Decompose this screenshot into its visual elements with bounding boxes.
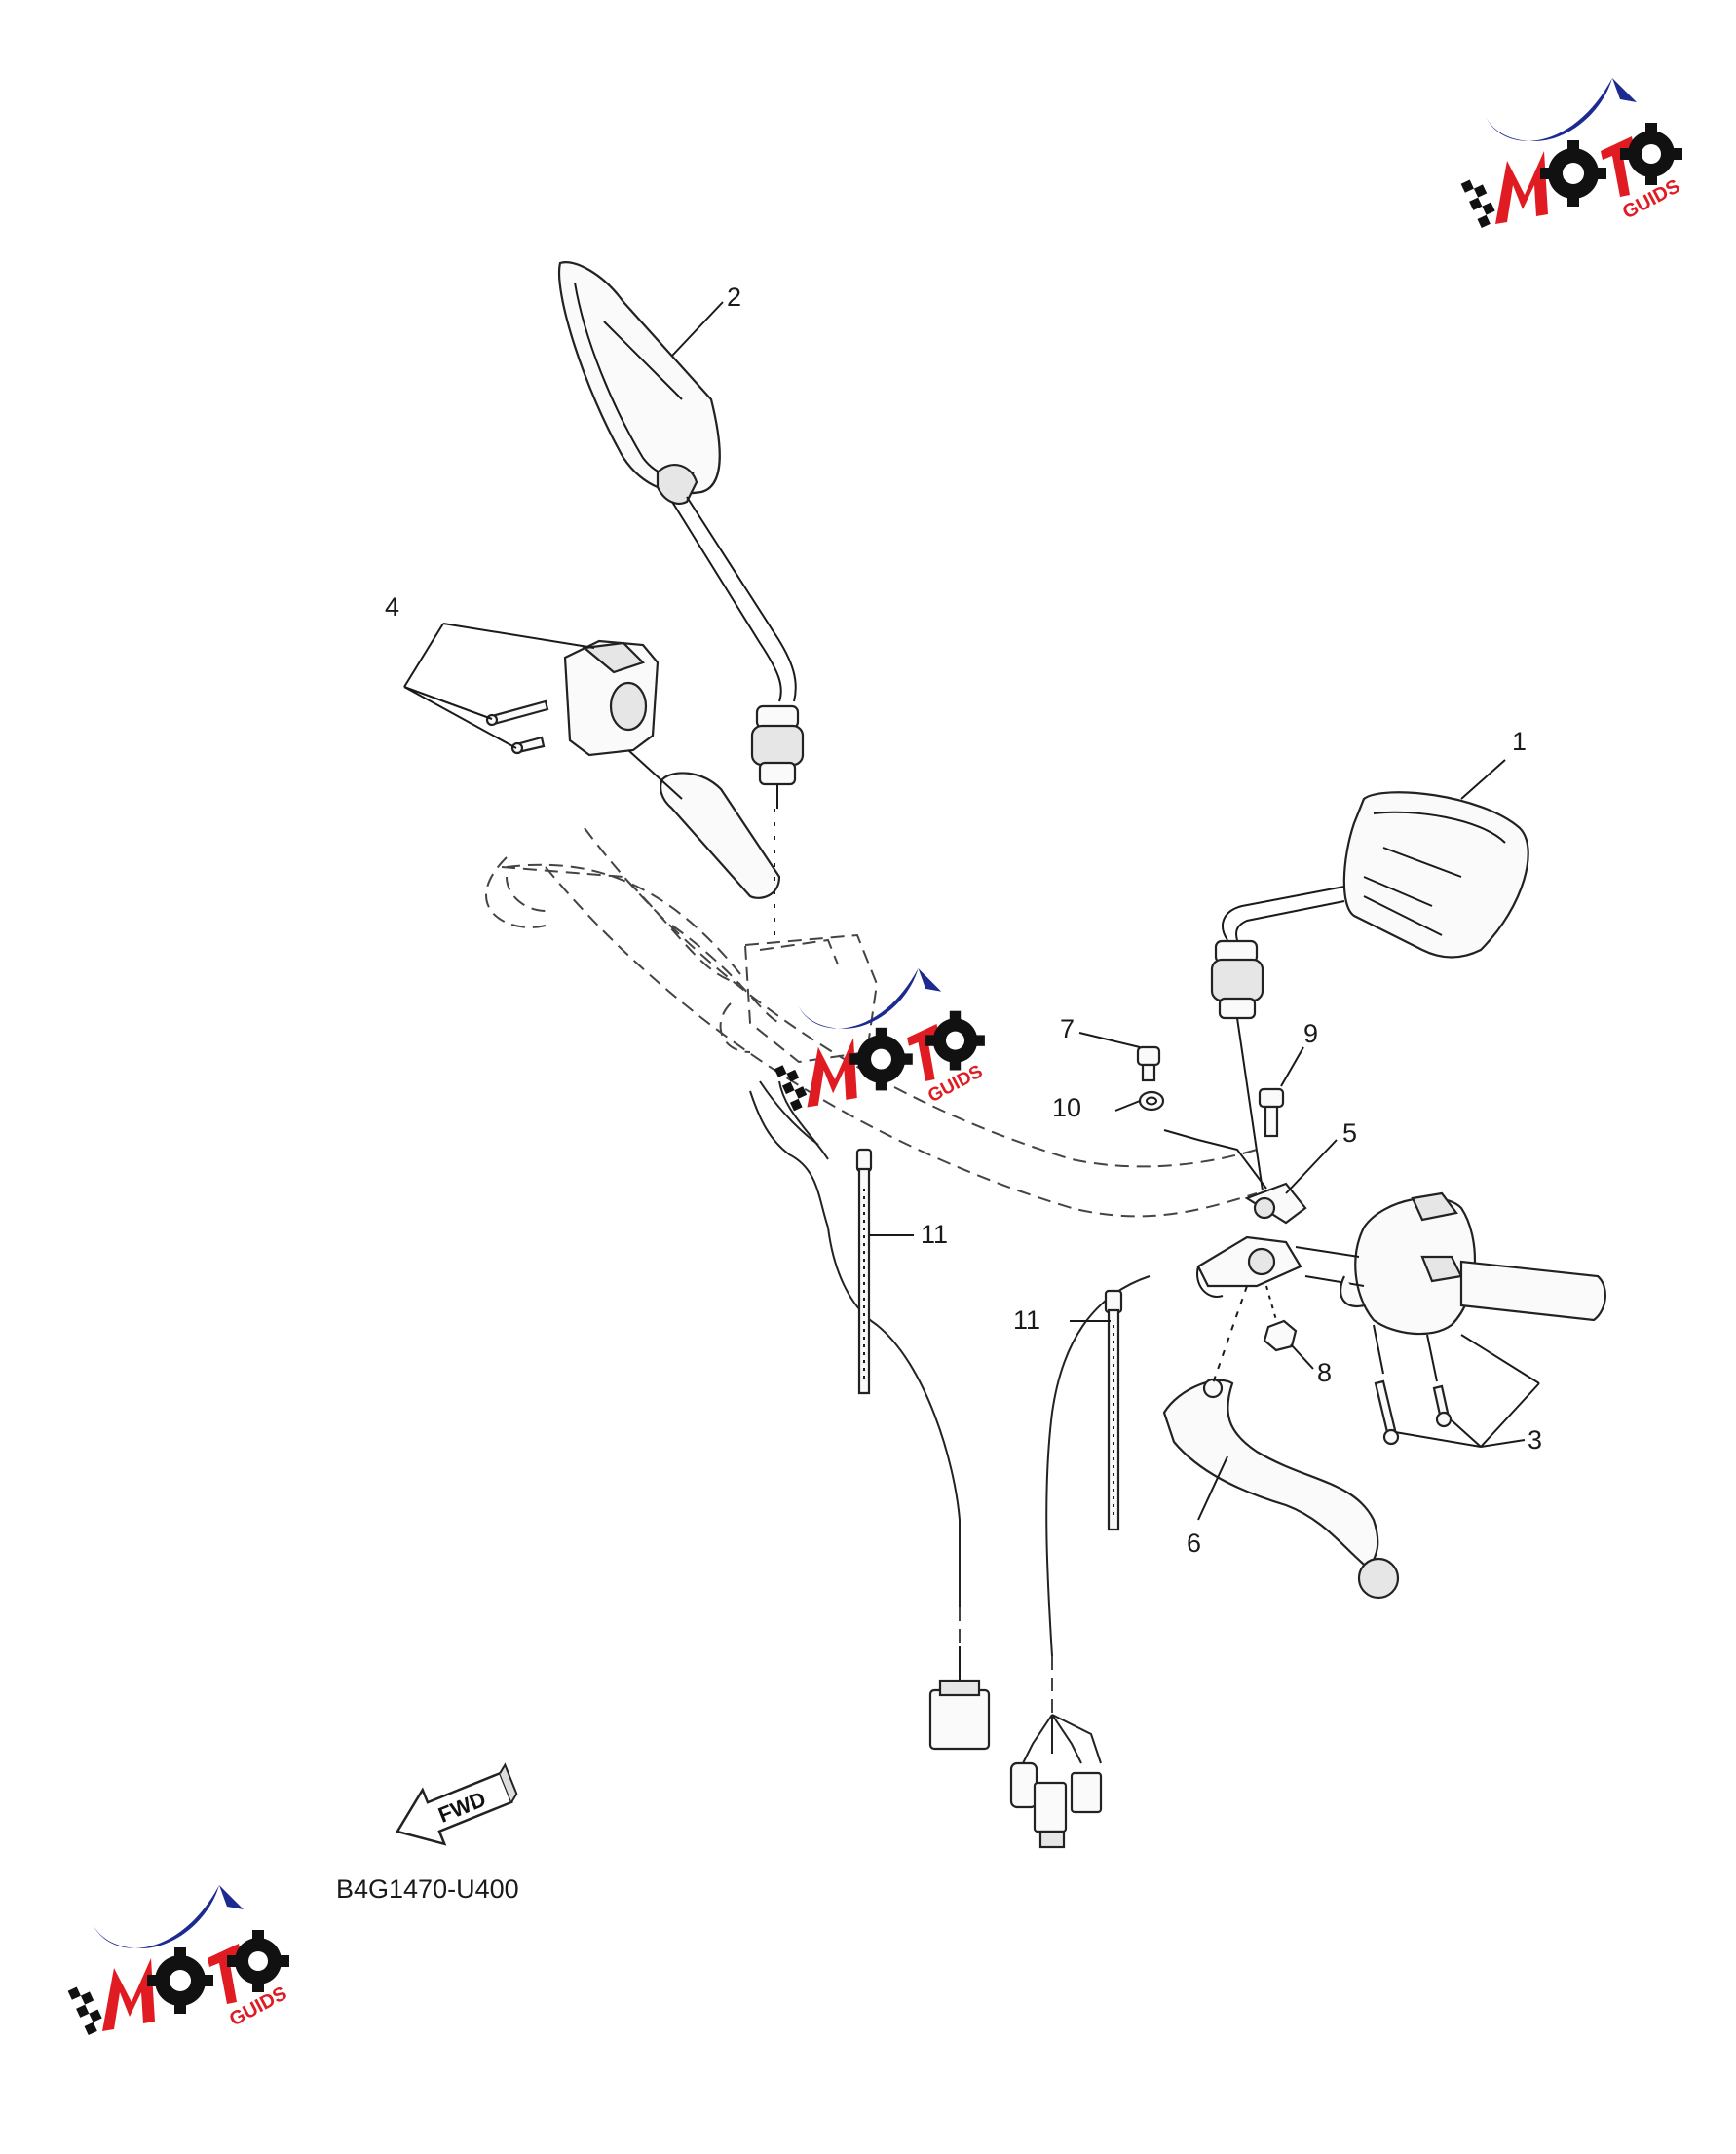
callout-5: 5 [1342,1118,1357,1148]
callout-2: 2 [727,283,741,312]
cable-tie-11-left [855,1148,873,1395]
watermark-logo-top [1460,78,1684,229]
handlebar-switch-right [1295,1191,1606,1448]
diagram-code: B4G1470-U400 [336,1874,519,1904]
bolt-9 [1258,1087,1285,1138]
washer-10 [1138,1090,1267,1190]
clutch-lever [1162,1378,1400,1600]
callout-1: 1 [1512,727,1527,756]
callout-9: 9 [1303,1019,1318,1048]
nut-8 [1212,1285,1298,1384]
callout-labels: 1 2 3 4 5 6 7 8 9 10 11 11 [385,283,1542,1558]
left-master-cylinder [719,933,879,1064]
left-grip [660,772,781,899]
wire-harness-right [1009,1275,1151,1849]
callout-11-right: 11 [1013,1305,1040,1335]
lever-bracket [1196,1182,1307,1298]
mirror-right [1210,791,1529,1191]
bolt-7 [1136,1045,1161,1082]
callout-10: 10 [1052,1093,1081,1122]
callout-11-left: 11 [921,1220,948,1249]
handlebar-switch-left [403,623,683,800]
callout-7: 7 [1060,1014,1075,1043]
mirror-left [558,261,805,935]
wire-harness-left [749,1080,991,1751]
callout-3: 3 [1528,1425,1542,1455]
leader-lines [671,301,1506,1521]
watermark-logo-bottom [67,1885,291,2036]
callout-4: 4 [385,592,399,622]
callout-6: 6 [1187,1529,1201,1558]
callout-8: 8 [1317,1358,1332,1387]
forward-arrow: FWD [395,1762,518,1846]
handlebar-outline [485,827,1258,1218]
cable-tie-11-right [1104,1289,1123,1531]
